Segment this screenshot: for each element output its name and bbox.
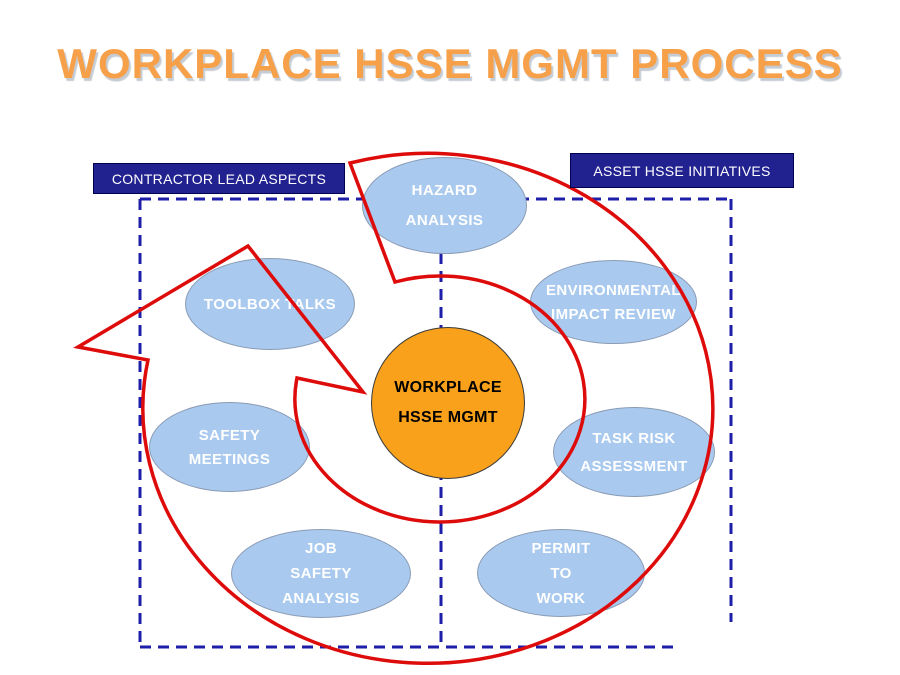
node-permit-to-work: PERMIT TO WORK (477, 529, 645, 617)
label-contractor-lead-aspects: CONTRACTOR LEAD ASPECTS (93, 163, 345, 194)
node-label-line: ASSESSMENT (580, 457, 688, 475)
node-task-risk-assessment: TASK RISK ASSESSMENT (553, 407, 715, 497)
node-label-line: HAZARD (411, 182, 478, 199)
node-label-line: ANALYSIS (405, 212, 484, 229)
center-label-line: WORKPLACE (394, 379, 502, 396)
node-label-line: SAFETY (198, 426, 261, 444)
node-job-safety-analysis: JOB SAFETY ANALYSIS (231, 529, 411, 618)
node-label-line: ENVIRONMENTAL (546, 281, 681, 299)
label-text: ASSET HSSE INITIATIVES (593, 162, 771, 179)
node-label-line: WORK (536, 589, 586, 607)
node-label-line: JOB (304, 540, 338, 557)
node-label-line: MEETINGS (188, 450, 271, 468)
center-label-line: HSSE MGMT (398, 409, 498, 426)
node-label-line: PERMIT (531, 539, 591, 557)
node-label-line: TASK RISK (592, 429, 676, 447)
node-environmental-impact-review: ENVIRONMENTAL IMPACT REVIEW (530, 260, 697, 344)
node-label-line: TO (550, 564, 572, 582)
label-asset-hsse-initiatives: ASSET HSSE INITIATIVES (570, 153, 794, 188)
node-label-line: IMPACT REVIEW (551, 305, 676, 323)
node-hazard-analysis: HAZARD ANALYSIS (362, 157, 527, 254)
node-workplace-hsse-mgmt: WORKPLACE HSSE MGMT (371, 327, 525, 479)
node-toolbox-talks: TOOLBOX TALKS (185, 258, 355, 350)
node-label-line: SAFETY (290, 565, 352, 582)
node-label-line: ANALYSIS (282, 590, 360, 607)
label-text: CONTRACTOR LEAD ASPECTS (111, 170, 327, 187)
node-label-line: TOOLBOX TALKS (203, 295, 337, 313)
page-title: WORKPLACE HSSE MGMT PROCESS (57, 40, 843, 87)
node-safety-meetings: SAFETY MEETINGS (149, 402, 310, 492)
